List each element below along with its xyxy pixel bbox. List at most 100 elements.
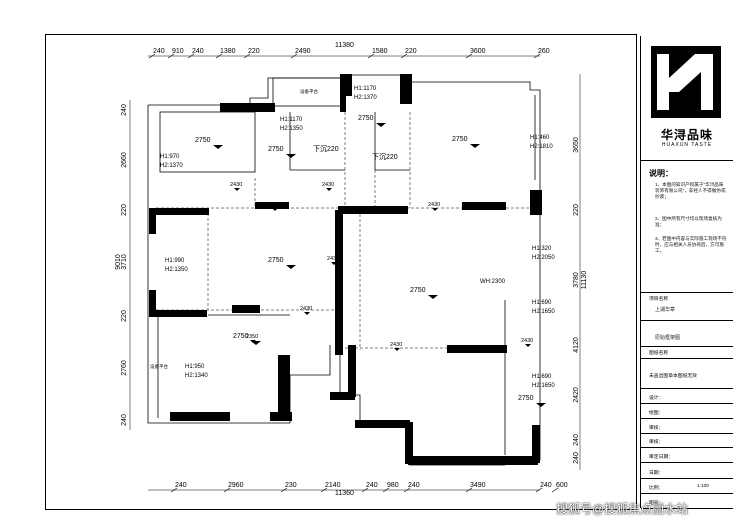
drawing-value: 原始框架图 [655, 335, 681, 341]
dimension-label: 3600 [470, 48, 486, 55]
title-block-field-label: 审核： [649, 426, 664, 431]
dimension-label: 220 [573, 204, 580, 216]
walls-solid [149, 74, 542, 465]
ceiling-height-marker [428, 295, 438, 299]
title-block-divider [641, 403, 733, 404]
dimension-label: 3490 [470, 482, 486, 489]
dimension-label: 240 [573, 434, 580, 446]
ceiling-height-marker [536, 403, 546, 407]
equipment-platform-label: 设备平台 [150, 363, 168, 370]
beam-height-label: 2430 [327, 256, 339, 262]
dimension-label: 2140 [325, 482, 341, 489]
dimension-label: 1380 [220, 48, 236, 55]
title-block: 华浔品味 HUAXUN TASTE 说明： 1、本图的知识产权属于"华浔品味装饰… [640, 36, 733, 509]
ceiling-height-marker [376, 123, 386, 127]
beam-height-label: 2430 [390, 342, 402, 348]
ceiling-height-marker [470, 144, 480, 148]
ceiling-height-label: 2750 [452, 136, 468, 143]
scale-value: 1:100 [697, 484, 710, 489]
dimension-label: 3650 [573, 137, 580, 153]
beam-height-label: 2430 [268, 202, 280, 208]
sunken-floor-label: 下沉220 [313, 145, 339, 153]
dimension-label: 980 [387, 482, 399, 489]
dimension-label: 3780 [573, 272, 580, 288]
beam-height-marker [326, 188, 332, 191]
dimension-label: 240 [192, 48, 204, 55]
window-sill-height: H1:1170 [280, 117, 303, 123]
dimension-tick [148, 53, 156, 59]
dimension-label: 240 [175, 482, 187, 489]
dimension-total-top: 11380 [335, 42, 354, 49]
window-sill-height: H1:320 [532, 246, 552, 252]
plan-labels: H1:970H2:1370H1:1170H2:1350H1:1170H2:137… [150, 86, 555, 402]
dimension-label: 230 [285, 482, 297, 489]
dimension-tick [187, 53, 195, 59]
watermark-text: 搜狐号@搜狐焦点丽水站 [556, 502, 689, 516]
sunken-floor-label: 下沉220 [372, 153, 398, 161]
beam-height-label: 2430 [300, 306, 312, 312]
ceiling-marks [213, 123, 546, 407]
dimension-tick [533, 53, 541, 59]
title-block-field-label: 设计： [649, 396, 664, 401]
project-value: 上湖华章 [655, 307, 676, 313]
ceiling-height-marker [286, 154, 296, 158]
dimension-label: 2760 [121, 360, 128, 376]
window-head-height: H2:1370 [354, 95, 377, 101]
beam-height-label: 2430 [322, 182, 334, 188]
window-head-height: H2:1650 [532, 383, 555, 389]
beam-height-marker [304, 312, 310, 315]
dimension-label: 2660 [121, 152, 128, 168]
dimension-tick [215, 53, 223, 59]
dimension-tick [223, 487, 231, 493]
dimension-label: 600 [556, 482, 568, 489]
title-block-field-label: 绘图： [649, 411, 664, 416]
title-block-divider [641, 462, 733, 463]
dimension-subtotal-left: 9010 [115, 254, 122, 270]
window-sill-height: H1:950 [185, 364, 205, 370]
dimension-label: 240 [153, 48, 165, 55]
window-sill-height: H1:1170 [354, 86, 377, 92]
ceiling-height-label: 2750 [268, 257, 284, 264]
title-block-divider [641, 433, 733, 434]
dimension-total-bottom: 11360 [335, 490, 354, 497]
drawing-label: 图纸名称 [649, 351, 669, 356]
title-block-divider [641, 160, 733, 161]
dimension-label: 240 [121, 104, 128, 116]
dimension-label: 220 [405, 48, 417, 55]
window-sill-height: H1:460 [530, 135, 550, 141]
ceiling-height-marker [213, 145, 223, 149]
dimension-label: 220 [248, 48, 260, 55]
title-block-divider [641, 478, 733, 479]
dimension-tick [170, 487, 178, 493]
ceiling-height-label: 2750 [518, 395, 534, 402]
ceiling-height-label: 2750 [233, 333, 249, 340]
drawing-frame [45, 34, 637, 510]
beam-height-marker [272, 208, 278, 211]
walls-thin [147, 74, 541, 466]
beam-height-marker [432, 208, 438, 211]
note-1: 1、本图的知识产权属于"华浔品味装饰有限公司"，非经人不得做仿或抄袭； [655, 182, 726, 199]
dimension-tick [465, 53, 473, 59]
window-head-height: H2:1350 [165, 267, 188, 273]
beam-height-marker [234, 188, 240, 191]
dimension-label: 2420 [573, 387, 580, 403]
dimension-lines [129, 55, 581, 491]
dimension-tick [167, 53, 175, 59]
dimension-tick [400, 53, 408, 59]
title-block-divider [641, 447, 733, 448]
dimension-label: 3710 [121, 254, 128, 270]
dimension-label: 1580 [372, 48, 388, 55]
dimension-tick [382, 487, 390, 493]
notes-title: 说明： [649, 169, 673, 178]
title-block-divider [641, 508, 733, 509]
title-block-field-label: 日期： [649, 471, 664, 476]
dimension-ticks [148, 53, 559, 493]
dimension-tick [465, 487, 473, 493]
dimension-label: 220 [121, 204, 128, 216]
equipment-platform-label: 设备平台 [300, 88, 318, 95]
title-block-field-label: 图号： [649, 501, 664, 506]
beam-height-label: 2430 [230, 182, 242, 188]
title-block-divider [641, 358, 733, 359]
ceiling-height-marker [286, 265, 296, 269]
